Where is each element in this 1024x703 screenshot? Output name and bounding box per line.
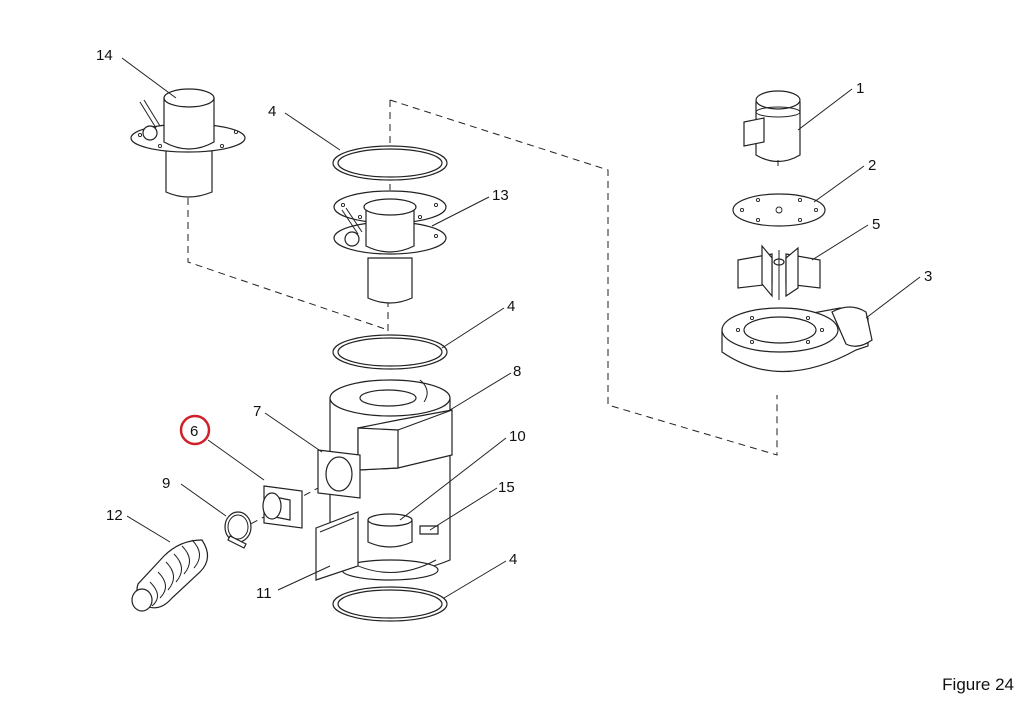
callout-4-top: 4 [268, 103, 276, 120]
part-9-hose-clamp [224, 511, 252, 549]
leader-lines [121, 57, 921, 599]
assembly-dashed-lines [187, 99, 778, 536]
callout-13: 13 [492, 187, 509, 204]
callout-2: 2 [868, 157, 876, 174]
callout-6-highlight-ring [179, 414, 211, 446]
callout-9: 9 [162, 475, 170, 492]
callout-14: 14 [96, 47, 113, 64]
part-1-motor [743, 90, 801, 166]
callout-11: 11 [256, 585, 272, 602]
part-7-flange-plate [317, 449, 361, 499]
part-5-impeller [737, 244, 821, 300]
callout-10: 10 [509, 428, 526, 445]
part-6-hose-adapter [262, 485, 303, 529]
figure-caption: Figure 24 [942, 675, 1014, 694]
part-4-gasket-top [332, 145, 448, 181]
part-11-access-door [315, 511, 359, 581]
callout-7: 7 [253, 403, 261, 420]
part-12-flexible-hose [131, 539, 209, 612]
part-3-blower-housing [721, 306, 873, 373]
part-14-inlet-valve [130, 88, 246, 198]
callout-3: 3 [924, 268, 932, 285]
callout-12: 12 [106, 507, 123, 524]
part-8-inlet-duct [357, 379, 453, 471]
part-2-gasket-plate [732, 193, 826, 227]
callout-15: 15 [498, 479, 515, 496]
part-4-gasket-bottom [332, 586, 448, 622]
callout-1: 1 [856, 80, 864, 97]
callout-6: 6 [190, 423, 198, 440]
callout-5: 5 [872, 216, 880, 233]
callout-4-bottom: 4 [509, 551, 517, 568]
callout-labels: 14 4 13 4 8 7 6 10 9 15 12 4 11 1 2 5 3 [96, 47, 932, 602]
part-4-gasket-middle [332, 334, 448, 370]
callout-4-middle: 4 [507, 298, 515, 315]
part-13-filter-head [333, 190, 447, 304]
callout-8: 8 [513, 363, 521, 380]
